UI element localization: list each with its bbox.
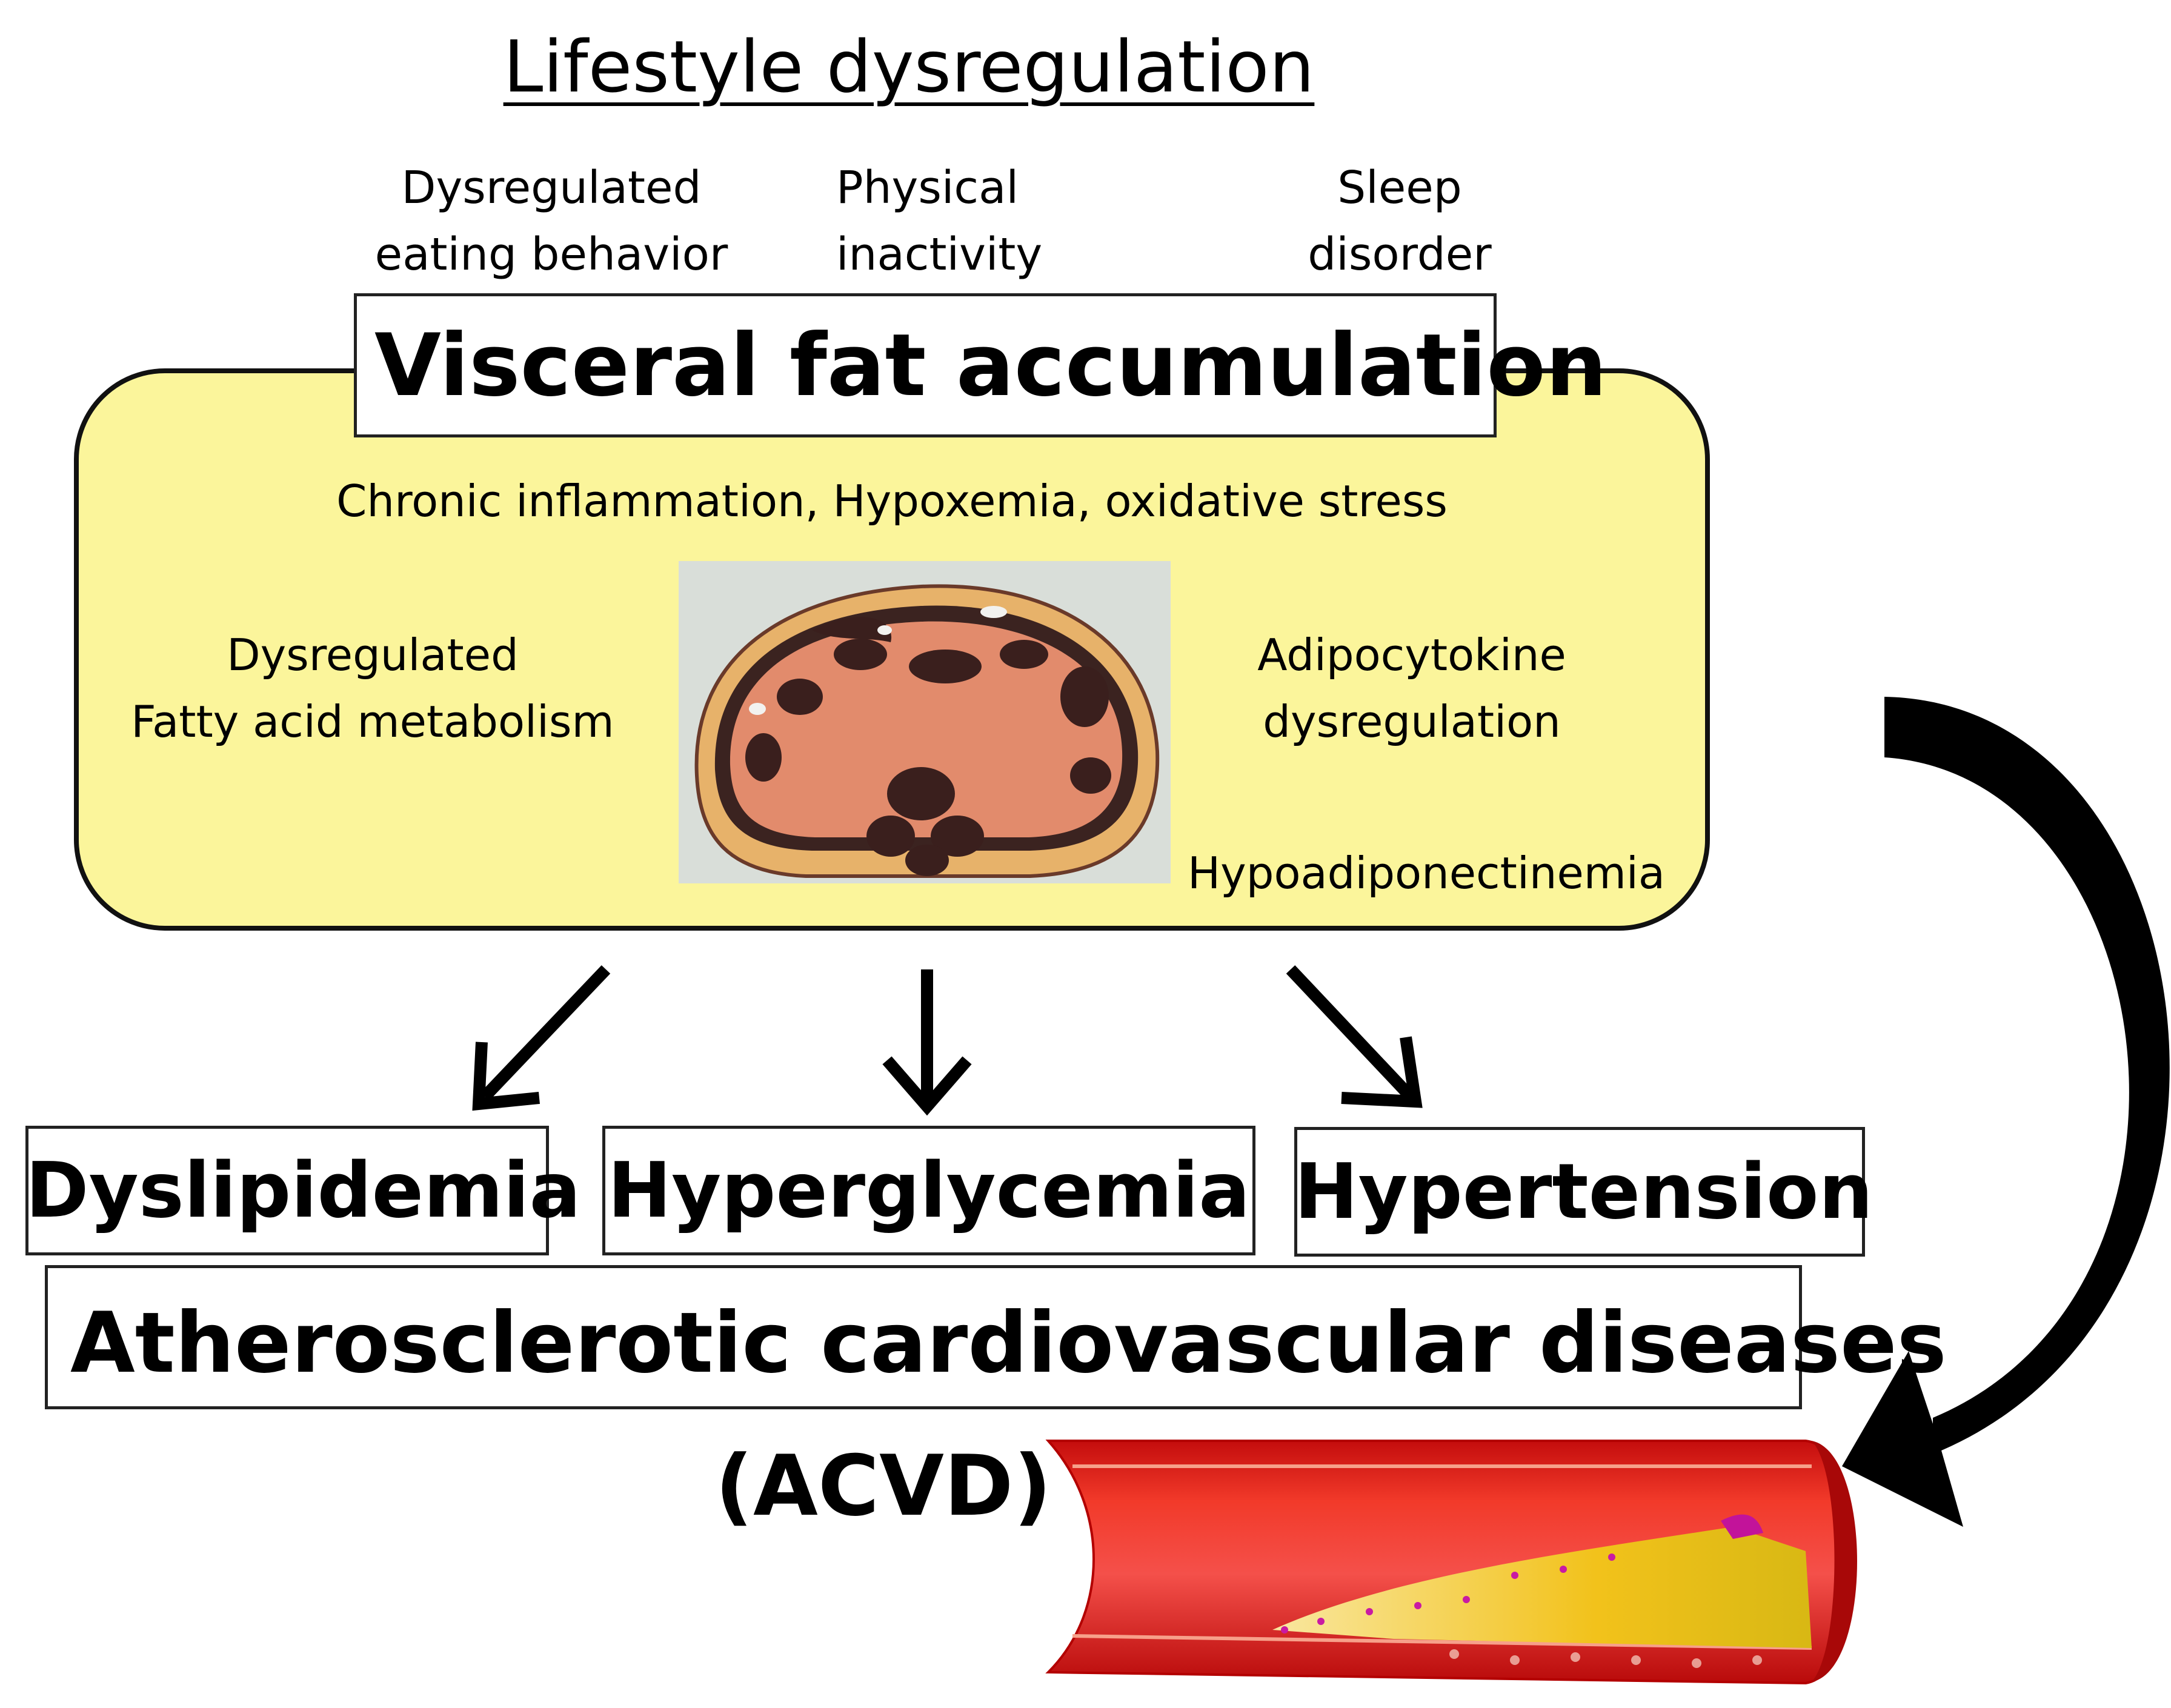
visceral-fat-label: Visceral fat accumulation: [374, 316, 1607, 416]
fatty-acid-label: Dysregulated Fatty acid metabolism: [91, 622, 654, 755]
factor-physical-line2: inactivity: [836, 228, 1043, 281]
fatty-acid-line2: Fatty acid metabolism: [131, 696, 614, 747]
factor-physical: Physical inactivity: [836, 155, 1109, 288]
factor-sleep: Sleep disorder: [1260, 155, 1539, 288]
fatty-acid-line1: Dysregulated: [227, 630, 519, 680]
acvd-label: Atherosclerotic cardiovascular diseases: [70, 1294, 1947, 1392]
hypertension-box: [1294, 1127, 1865, 1257]
curved-arrow-to-acvd: [1842, 697, 2170, 1527]
visceral-fat-header-box: [354, 293, 1497, 437]
dyslipidemia-box: [25, 1126, 549, 1255]
diagram-title: Lifestyle dysregulation: [503, 25, 1315, 108]
abdominal-ct-scan-image: [679, 561, 1171, 883]
adipocytokine-line2: dysregulation: [1263, 696, 1561, 747]
acvd-abbreviation: (ACVD): [715, 1437, 1052, 1535]
stress-factors-label: Chronic inflammation, Hypoxemia, oxidati…: [336, 476, 1448, 527]
factor-physical-line1: Physical: [836, 162, 1019, 214]
hyperglycemia-box: [602, 1126, 1255, 1255]
hyperglycemia-label: Hyperglycemia: [607, 1146, 1251, 1235]
factor-eating-line2: eating behavior: [374, 228, 728, 281]
dyslipidemia-label: Dyslipidemia: [25, 1146, 581, 1235]
arrow-to-dyslipidemia: [472, 965, 611, 1111]
factor-sleep-line1: Sleep: [1337, 162, 1462, 214]
hypertension-label: Hypertension: [1294, 1147, 1873, 1236]
acvd-box: [45, 1265, 1802, 1409]
arrow-to-hyperglycemia: [882, 969, 972, 1116]
arrow-to-hypertension: [1286, 965, 1423, 1108]
factor-eating: Dysregulated eating behavior: [339, 155, 763, 288]
factor-eating-line1: Dysregulated: [401, 162, 702, 214]
adipocytokine-label: Adipocytokine dysregulation: [1188, 622, 1636, 755]
artery-with-plaque-image: [1045, 1440, 1857, 1685]
adipocytokine-line1: Adipocytokine: [1257, 630, 1566, 680]
factor-sleep-line2: disorder: [1308, 228, 1492, 281]
hypoadiponectinemia-label: Hypoadiponectinemia: [1188, 848, 1666, 899]
